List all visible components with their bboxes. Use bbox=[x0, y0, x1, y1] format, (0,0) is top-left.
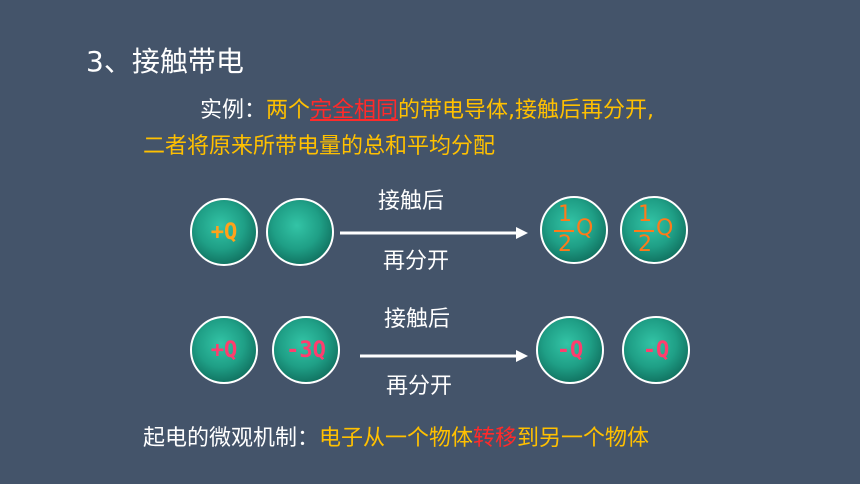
row1-arrow-bottom-label: 再分开 bbox=[383, 249, 450, 274]
ball-row1-left: +Q bbox=[190, 198, 258, 266]
example-highlight: 完全相同 bbox=[310, 98, 399, 123]
row1-arrow-top-label: 接触后 bbox=[378, 189, 445, 214]
ball-row2-result-left: -Q bbox=[536, 316, 604, 384]
example-part1: 两个 bbox=[266, 98, 311, 123]
mechanism-part2: 到另一个物体 bbox=[517, 426, 650, 451]
ball-row2-right: -3Q bbox=[272, 316, 340, 384]
fraction-numerator: 1 bbox=[558, 202, 572, 227]
ball-row2-result-left-label: -Q bbox=[556, 337, 584, 363]
fraction-numerator: 1 bbox=[638, 202, 652, 227]
mechanism-highlight: 转移 bbox=[473, 426, 518, 451]
ball-row1-result-left: 1 2 Q bbox=[540, 196, 608, 264]
example-line-2: 二者将原来所带电量的总和平均分配 bbox=[143, 134, 496, 159]
fraction-bar bbox=[554, 230, 574, 232]
ball-row2-left-label: +Q bbox=[210, 337, 238, 363]
example-line-1: 实例：两个完全相同的带电导体,接触后再分开, bbox=[200, 92, 654, 124]
example-part2: 的带电导体,接触后再分开, bbox=[398, 98, 655, 123]
ball-row2-result-right-label: -Q bbox=[642, 337, 670, 363]
ball-row1-right bbox=[266, 198, 334, 266]
fraction-denominator: 2 bbox=[558, 232, 572, 257]
row2-arrow-bottom-label: 再分开 bbox=[386, 374, 453, 399]
fraction-half-q: 1 2 Q bbox=[632, 202, 676, 258]
fraction-bar bbox=[634, 230, 654, 232]
ball-row1-result-right: 1 2 Q bbox=[620, 196, 688, 264]
ball-row2-left: +Q bbox=[190, 316, 258, 384]
row2-arrow-top-label: 接触后 bbox=[384, 307, 451, 332]
mechanism-part1: 电子从一个物体 bbox=[319, 426, 474, 451]
mechanism-line: 起电的微观机制：电子从一个物体转移到另一个物体 bbox=[143, 420, 649, 452]
fraction-half-q: 1 2 Q bbox=[552, 202, 596, 258]
fraction-unit: Q bbox=[656, 216, 674, 241]
row2-arrow-icon bbox=[360, 350, 528, 362]
example-prefix: 实例： bbox=[200, 98, 267, 123]
mechanism-label: 起电的微观机制： bbox=[143, 426, 320, 451]
ball-row2-result-right: -Q bbox=[622, 316, 690, 384]
slide-title: 3、接触带电 bbox=[86, 45, 244, 78]
fraction-denominator: 2 bbox=[638, 232, 652, 257]
ball-row1-left-label: +Q bbox=[210, 219, 238, 245]
ball-row2-right-label: -3Q bbox=[286, 337, 326, 363]
row1-arrow-icon bbox=[340, 227, 528, 239]
fraction-unit: Q bbox=[576, 216, 594, 241]
